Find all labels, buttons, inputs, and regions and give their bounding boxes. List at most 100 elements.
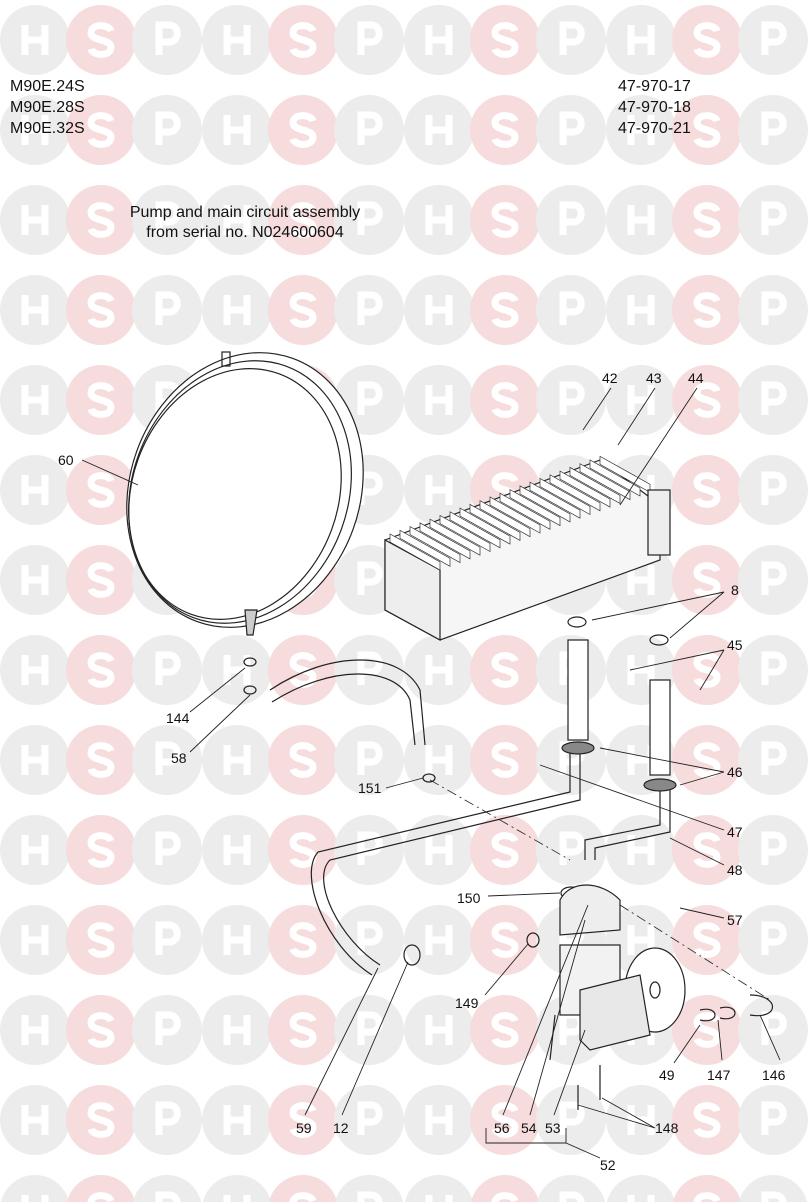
watermark-circle (672, 1175, 742, 1202)
watermark-glyph-icon (693, 1102, 721, 1138)
exchanger-fin (579, 463, 631, 501)
watermark-glyph-icon (491, 202, 519, 238)
exchanger-fin (559, 470, 611, 508)
watermark-glyph-icon (289, 1012, 317, 1048)
expansion-vessel[interactable] (89, 319, 401, 661)
callout-56[interactable]: 56 (494, 1120, 510, 1136)
watermark-circle (334, 1175, 404, 1202)
watermark-glyph-icon (491, 1012, 519, 1048)
callout-8[interactable]: 8 (731, 582, 739, 598)
watermark-glyph-icon (289, 112, 317, 148)
callout-49[interactable]: 49 (659, 1067, 675, 1083)
watermark-glyph-icon (87, 202, 115, 238)
watermark-glyph-icon (223, 655, 251, 685)
callout-52[interactable]: 52 (600, 1157, 616, 1173)
watermark-glyph-icon (491, 382, 519, 418)
watermark-glyph-icon (87, 112, 115, 148)
watermark-glyph-icon (357, 561, 383, 595)
watermark-glyph-icon (491, 112, 519, 148)
watermark-glyph-icon (693, 112, 721, 148)
callout-54[interactable]: 54 (521, 1120, 537, 1136)
watermark-glyph-icon (491, 652, 519, 688)
exchanger-fin (529, 481, 581, 519)
watermark-glyph-icon (559, 21, 585, 55)
pipes[interactable] (269, 639, 677, 976)
watermark-circle (470, 1175, 540, 1202)
callout-46[interactable]: 46 (727, 764, 743, 780)
exchanger-fin (509, 489, 561, 527)
callout-48[interactable]: 48 (727, 862, 743, 878)
watermark-glyph-icon (761, 201, 787, 235)
watermark-glyph-icon (357, 381, 383, 415)
callout-148[interactable]: 148 (655, 1120, 679, 1136)
watermark-glyph-icon (21, 385, 49, 415)
watermark-glyph-icon (21, 1195, 49, 1202)
watermark-circle (66, 1175, 136, 1202)
callout-57[interactable]: 57 (727, 912, 743, 928)
callout-53[interactable]: 53 (545, 1120, 561, 1136)
watermark-circle (202, 1175, 272, 1202)
clips[interactable] (699, 994, 774, 1022)
watermark-glyph-icon (761, 471, 787, 505)
watermark-glyph-icon (357, 1101, 383, 1135)
model-label: M90E.32S (10, 120, 85, 137)
watermark-glyph-icon (87, 1012, 115, 1048)
callout-42[interactable]: 42 (602, 370, 618, 386)
callout-43[interactable]: 43 (646, 370, 662, 386)
watermark-circle (132, 1175, 202, 1202)
watermark-glyph-icon (289, 1102, 317, 1138)
pump[interactable] (549, 884, 686, 1110)
exchanger-fin (439, 514, 491, 553)
watermark-glyph-icon (21, 745, 49, 775)
watermark-glyph-icon (155, 1011, 181, 1045)
watermark-glyph-icon (627, 1195, 655, 1202)
title-line-2: from serial no. N024600604 (146, 224, 344, 241)
watermark-glyph-icon (289, 22, 317, 58)
callout-44[interactable]: 44 (688, 370, 704, 386)
callout-12[interactable]: 12 (333, 1120, 349, 1136)
watermark-glyph-icon (761, 741, 787, 775)
callout-149[interactable]: 149 (455, 995, 479, 1011)
watermark-glyph-icon (627, 115, 655, 145)
seals[interactable] (243, 616, 669, 966)
model-list: M90E.24S M90E.28S M90E.32S (10, 76, 85, 139)
watermark-glyph-icon (693, 832, 721, 868)
callout-59[interactable]: 59 (296, 1120, 312, 1136)
watermark-glyph-icon (357, 21, 383, 55)
part-number: 47-970-17 (618, 78, 691, 95)
watermark-glyph-icon (425, 25, 453, 55)
watermark-glyph-icon (87, 22, 115, 58)
callout-147[interactable]: 147 (707, 1067, 731, 1083)
heat-exchanger[interactable] (384, 455, 671, 642)
watermark-glyph-icon (155, 1101, 181, 1135)
exchanger-fin (539, 477, 591, 516)
callout-45[interactable]: 45 (727, 637, 743, 653)
watermark-glyph-icon (21, 205, 49, 235)
watermark-glyph-icon (425, 115, 453, 145)
callout-60[interactable]: 60 (58, 452, 74, 468)
watermark-glyph-icon (87, 382, 115, 418)
callout-150[interactable]: 150 (457, 890, 481, 906)
watermark-glyph-icon (761, 381, 787, 415)
watermark-glyph-icon (357, 921, 383, 955)
callout-146[interactable]: 146 (762, 1067, 786, 1083)
watermark-glyph-icon (491, 742, 519, 778)
watermark-glyph-icon (223, 745, 251, 775)
watermark-glyph-icon (357, 201, 383, 235)
watermark-glyph-icon (21, 475, 49, 505)
watermark-glyph-icon (223, 1195, 251, 1202)
watermark-glyph-icon (693, 652, 721, 688)
watermark-glyph-icon (693, 202, 721, 238)
callout-151[interactable]: 151 (358, 780, 382, 796)
exchanger-fin (479, 500, 531, 538)
watermark-glyph-icon (155, 831, 181, 865)
model-label: M90E.24S (10, 78, 85, 95)
exchanger-fin (399, 529, 451, 567)
exchanger-fin (489, 496, 541, 534)
exchanger-fin (409, 526, 461, 564)
callout-58[interactable]: 58 (171, 750, 187, 766)
callout-47[interactable]: 47 (727, 824, 743, 840)
watermark-glyph-icon (289, 832, 317, 868)
callout-144[interactable]: 144 (166, 710, 190, 726)
